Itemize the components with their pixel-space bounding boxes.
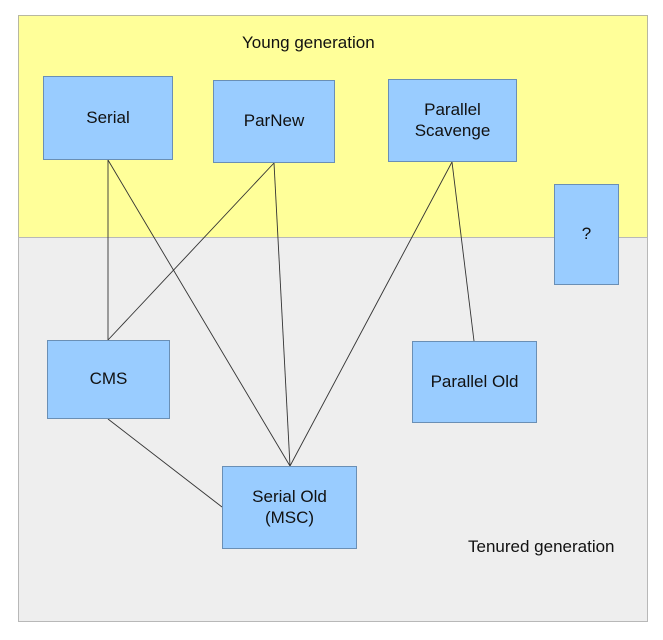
tenured-generation-region — [18, 237, 648, 622]
node-parnew[interactable]: ParNew — [213, 80, 335, 163]
young-generation-label: Young generation — [242, 33, 375, 52]
node-serial[interactable]: Serial — [43, 76, 173, 160]
node-parallel-old[interactable]: Parallel Old — [412, 341, 537, 423]
node-cms[interactable]: CMS — [47, 340, 170, 419]
node-serial-old[interactable]: Serial Old (MSC) — [222, 466, 357, 549]
node-parallel-scavenge[interactable]: Parallel Scavenge — [388, 79, 517, 162]
node-unknown-collector[interactable]: ? — [554, 184, 619, 285]
tenured-generation-label: Tenured generation — [468, 537, 615, 556]
